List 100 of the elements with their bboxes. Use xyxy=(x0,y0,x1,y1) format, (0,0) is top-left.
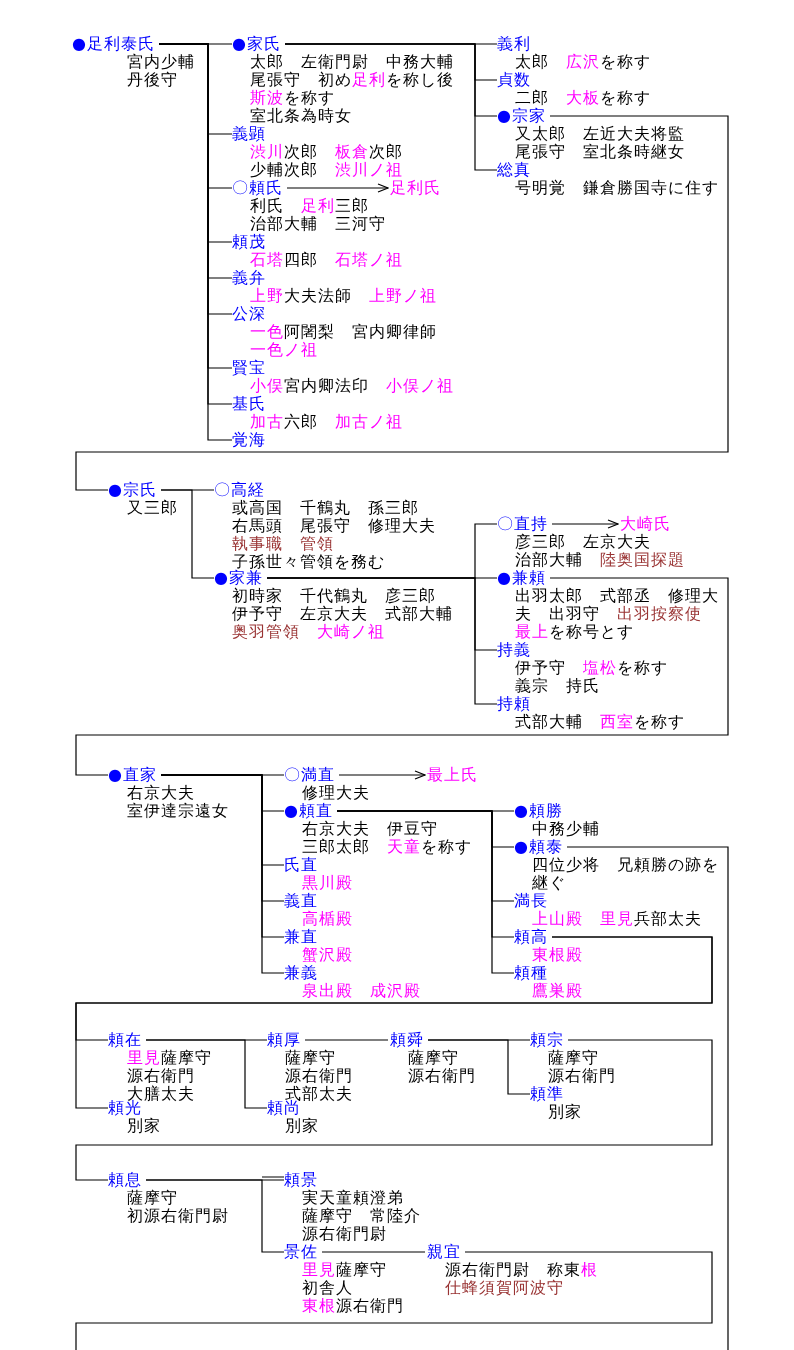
person-name: 義弁 xyxy=(232,268,266,287)
arrow xyxy=(286,183,389,193)
person-note: 小俣宮内卿法印 小俣ノ祖 xyxy=(250,377,454,395)
person-note: 実天童頼澄弟 xyxy=(302,1189,405,1207)
person-note: 石塔四郎 石塔ノ祖 xyxy=(250,251,403,269)
person-name: 満長 xyxy=(514,891,548,910)
person-name: 〇高経 xyxy=(214,480,265,499)
person-name: 基氏 xyxy=(232,394,266,413)
person-name: 氏直 xyxy=(284,855,318,874)
person-name: 公深 xyxy=(232,304,266,323)
person-note: 式部大輔 西室を称す xyxy=(515,713,685,731)
person-note: 右京大夫 伊豆守 xyxy=(302,820,439,838)
person-note: 薩摩守 xyxy=(548,1049,600,1067)
person-note: 黒川殿 xyxy=(302,874,353,892)
person-note: 薩摩守 xyxy=(408,1049,460,1067)
person-note: 別家 xyxy=(127,1117,161,1135)
person-note: 東根源右衛門 xyxy=(302,1297,404,1315)
person-name: 頼茂 xyxy=(232,232,266,251)
person-note: 太郎 左衛門尉 中務大輔 xyxy=(250,53,455,71)
family-line xyxy=(160,774,285,974)
clan-name: 足利氏 xyxy=(390,178,441,197)
person-note: 奥羽管領 大崎ノ祖 xyxy=(232,623,386,641)
person-note: 丹後守 xyxy=(127,71,179,89)
person-name: ●家兼 xyxy=(214,568,263,587)
person-name: 兼義 xyxy=(284,963,318,982)
person-name: 頼息 xyxy=(108,1170,142,1189)
person-name: ●頼勝 xyxy=(514,801,563,820)
person-note: 初時家 千代鶴丸 彦三郎 xyxy=(232,587,437,605)
person-name: 頼景 xyxy=(284,1170,318,1189)
person-note: 里見薩摩守 xyxy=(302,1261,388,1279)
arrow xyxy=(338,770,426,780)
person-name: ●直家 xyxy=(108,765,157,784)
person-name: 義利 xyxy=(497,34,531,53)
family-line xyxy=(75,1039,713,1181)
person-name: 頼準 xyxy=(530,1084,564,1103)
family-line xyxy=(75,1251,713,1350)
person-note: 治部大輔 三河守 xyxy=(250,215,386,233)
person-note: 薩摩守 xyxy=(127,1189,179,1207)
person-note: 三郎太郎 天童を称す xyxy=(302,838,472,856)
person-note: 高楯殿 xyxy=(302,910,353,928)
person-name: 頼高 xyxy=(514,927,548,946)
family-line xyxy=(336,810,515,974)
person-name: ●頼泰 xyxy=(514,837,563,856)
person-note: 右京大夫 xyxy=(127,784,196,802)
person-note: 室北条為時女 xyxy=(250,107,353,125)
person-note: 義宗 持氏 xyxy=(515,677,601,695)
family-line xyxy=(266,577,498,705)
person-note: 別家 xyxy=(548,1103,582,1121)
person-note: 東根殿 xyxy=(532,946,583,964)
clan-name: 最上氏 xyxy=(427,765,478,784)
family-line xyxy=(75,936,713,1109)
person-name: 〇満直 xyxy=(284,765,335,784)
person-note: 蟹沢殿 xyxy=(302,946,353,964)
person-note: 又三郎 xyxy=(127,499,178,517)
person-note: 別家 xyxy=(285,1117,319,1135)
person-note: 渋川次郎 板倉次郎 xyxy=(250,143,403,161)
person-note: 執事職 管領 xyxy=(232,535,335,553)
person-note: 薩摩守 常陸介 xyxy=(302,1207,421,1225)
person-name: 貞数 xyxy=(497,70,531,89)
arrow xyxy=(551,519,619,529)
person-note: 少輔次郎 渋川ノ祖 xyxy=(250,161,403,179)
family-line xyxy=(75,115,729,491)
person-note: 宮内少輔 xyxy=(127,53,195,71)
person-note: 室伊達宗遠女 xyxy=(127,802,229,820)
person-note: 上山殿 里見兵部太夫 xyxy=(532,910,702,928)
person-note: 又太郎 左近大夫将監 xyxy=(515,125,685,143)
person-note: 利氏 足利三郎 xyxy=(250,197,369,215)
family-line xyxy=(145,1039,268,1109)
person-note: 鷹巣殿 xyxy=(532,982,583,1000)
family-line xyxy=(321,1251,426,1253)
person-note: 中務少輔 xyxy=(532,820,600,838)
family-line xyxy=(566,846,729,1350)
person-name: 〇頼氏 xyxy=(232,178,283,197)
person-note: 初舎人 xyxy=(302,1279,354,1297)
person-note: 修理大夫 xyxy=(302,784,370,802)
person-note: 仕蜂須賀阿波守 xyxy=(445,1279,565,1297)
person-note: 右馬頭 尾張守 修理大夫 xyxy=(232,517,436,535)
person-name: ●宗家 xyxy=(497,106,546,125)
person-note: 源右衛門 xyxy=(548,1067,616,1085)
person-note: 加古六郎 加古ノ祖 xyxy=(250,413,403,431)
person-note: 源右衛門尉 xyxy=(302,1225,388,1243)
family-line xyxy=(160,489,215,579)
person-name: ●頼直 xyxy=(284,801,333,820)
person-note: 或高国 千鶴丸 孫三郎 xyxy=(232,499,420,517)
family-line xyxy=(75,577,729,776)
person-note: 治部大輔 陸奥国探題 xyxy=(515,551,685,569)
person-name: 総真 xyxy=(497,160,531,179)
family-line xyxy=(304,1039,389,1041)
person-name: ●家氏 xyxy=(232,34,281,53)
person-note: 伊予守 塩松を称す xyxy=(515,659,668,677)
person-name: 兼直 xyxy=(284,927,318,946)
person-note: 源右衛門 xyxy=(127,1067,196,1085)
person-name: 持頼 xyxy=(497,694,531,713)
person-note: 源右衛門尉 称東根 xyxy=(445,1261,598,1279)
person-note: 太郎 広沢を称す xyxy=(515,53,651,71)
person-note: 源右衛門 xyxy=(408,1067,476,1085)
person-note: 尾張守 室北条時継女 xyxy=(515,143,685,161)
person-note: 上野大夫法師 上野ノ祖 xyxy=(250,287,437,305)
person-note: 四位少将 兄頼勝の跡を継ぐ xyxy=(532,856,720,892)
person-note: 一色ノ祖 xyxy=(250,341,319,359)
